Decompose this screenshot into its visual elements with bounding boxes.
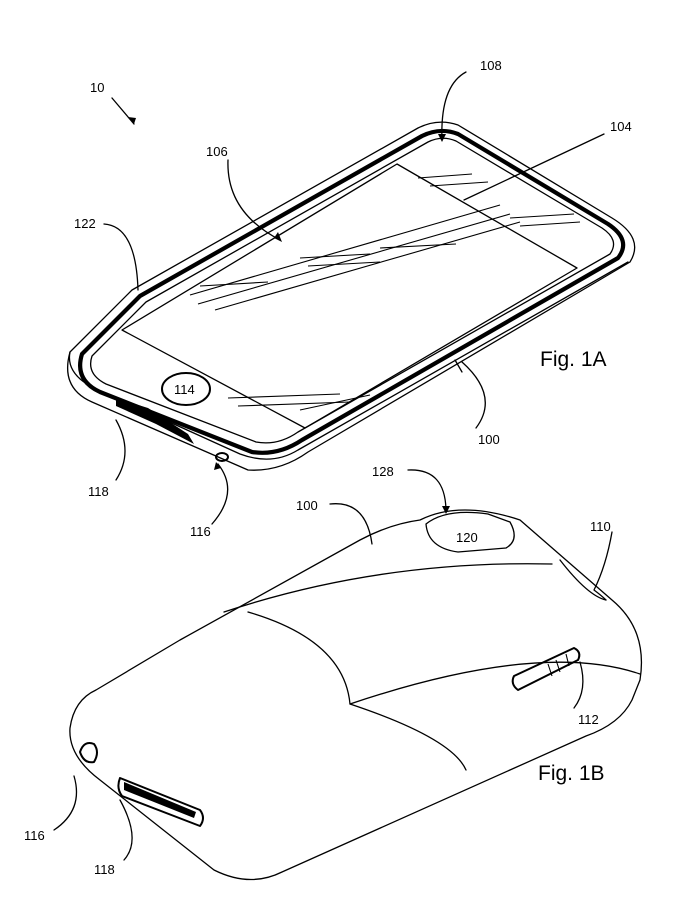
ref-120: 120 bbox=[456, 530, 478, 545]
ref-10: 10 bbox=[90, 80, 104, 95]
fig-1a: 10 108 104 106 122 114 100 118 116 Fig. … bbox=[66, 58, 636, 539]
ref-112: 112 bbox=[578, 712, 599, 727]
leader-116-1b bbox=[53, 775, 78, 831]
glass-hatching bbox=[189, 173, 581, 411]
ref-110: 110 bbox=[590, 519, 611, 534]
panel-seam-side bbox=[559, 559, 607, 601]
leader-106 bbox=[227, 159, 281, 241]
dock-opening-1b bbox=[117, 777, 204, 827]
panel-seam-top bbox=[223, 563, 553, 613]
ref-108: 108 bbox=[480, 58, 502, 73]
ref-104: 104 bbox=[610, 119, 632, 134]
camera-window bbox=[425, 511, 515, 553]
leader-122 bbox=[103, 223, 139, 291]
panel-seam-center bbox=[247, 611, 467, 771]
headphone-port-1a bbox=[215, 452, 229, 462]
leader-110 bbox=[593, 531, 613, 601]
home-button bbox=[161, 372, 211, 406]
fig-1b: 128 100 120 110 112 116 118 Fig. 1B bbox=[24, 464, 643, 881]
leader-118-1a bbox=[115, 419, 126, 481]
leader-104 bbox=[463, 133, 605, 201]
leader-100-1b bbox=[329, 503, 373, 545]
leader-112 bbox=[573, 661, 584, 709]
ref-106: 106 bbox=[206, 144, 228, 159]
panel-seam-lower bbox=[349, 661, 641, 705]
ref-116-1a: 116 bbox=[190, 524, 211, 539]
leader-108-arrow bbox=[438, 134, 446, 142]
ref-128: 128 bbox=[372, 464, 394, 479]
caption-fig-1b: Fig. 1B bbox=[538, 762, 605, 785]
leader-116-1a bbox=[211, 463, 229, 525]
leader-118-1b bbox=[119, 799, 133, 861]
leader-128-arrow bbox=[442, 506, 450, 514]
headphone-port-1b bbox=[79, 742, 98, 764]
ref-114: 114 bbox=[174, 382, 195, 397]
ref-118-1b: 118 bbox=[94, 862, 115, 877]
leader-108 bbox=[441, 71, 467, 141]
leader-116-1a-arrow bbox=[214, 462, 221, 470]
ref-100-1b: 100 bbox=[296, 498, 318, 513]
side-buttons bbox=[511, 647, 581, 691]
ref-118-1a: 118 bbox=[88, 484, 109, 499]
case-outline-1a bbox=[66, 121, 636, 471]
ref-122: 122 bbox=[74, 216, 96, 231]
case-back-outline bbox=[69, 509, 643, 881]
leader-10-arrow bbox=[128, 117, 136, 124]
caption-fig-1a: Fig. 1A bbox=[540, 348, 607, 371]
leader-128 bbox=[407, 469, 447, 513]
case-rim-lower bbox=[68, 261, 629, 460]
ref-100-1a: 100 bbox=[478, 432, 500, 447]
dock-opening-1b-fill bbox=[124, 782, 196, 818]
case-seam-1a bbox=[454, 359, 463, 373]
display-screen bbox=[121, 163, 578, 429]
device-bezel-inner bbox=[89, 137, 615, 444]
leader-106-arrow bbox=[274, 232, 282, 242]
dock-opening-1a bbox=[116, 398, 194, 444]
leader-100-1a bbox=[461, 361, 486, 429]
device-bezel bbox=[78, 128, 626, 455]
ref-116-1b: 116 bbox=[24, 828, 45, 843]
